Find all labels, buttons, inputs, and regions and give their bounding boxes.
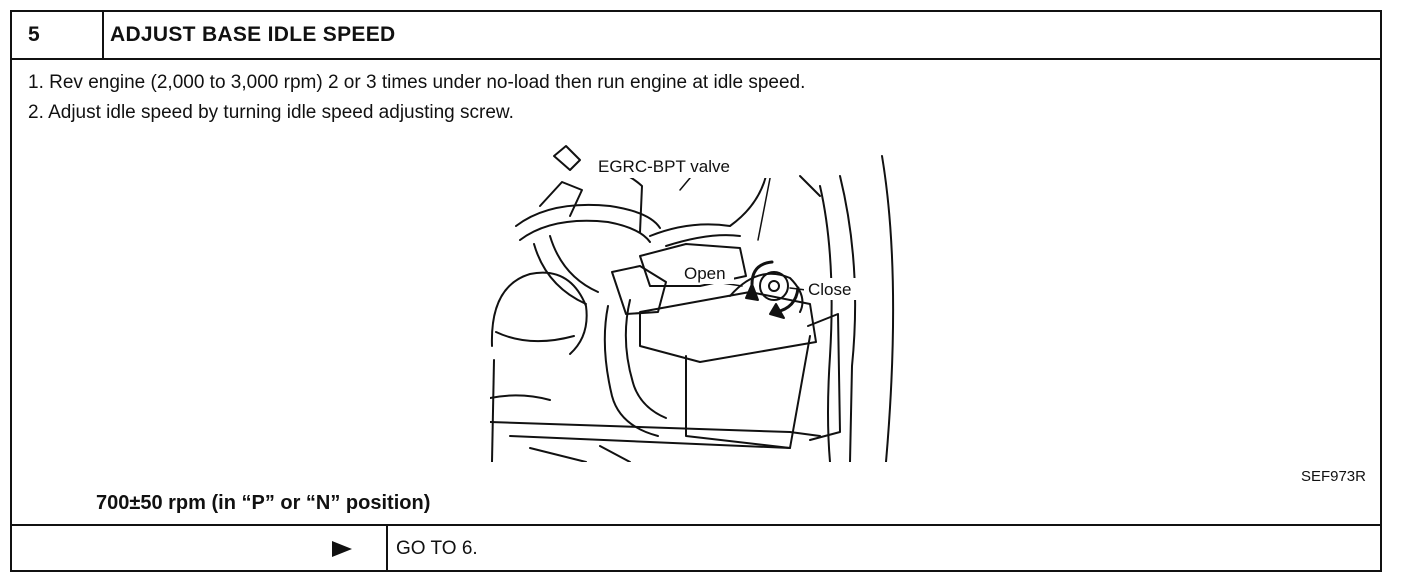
idle-speed-specification: 700±50 rpm (in “P” or “N” position) [96, 492, 431, 514]
egrc-bpt-valve [639, 243, 747, 287]
step-number: 5 [12, 12, 104, 58]
instruction-item-2: 2. Adjust idle speed by turning idle spe… [28, 102, 514, 123]
instruction-list: 1. Rev engine (2,000 to 3,000 rpm) 2 or … [28, 68, 805, 128]
footer-row: GO TO 6. [12, 524, 1380, 572]
procedure-step-table: 5 ADJUST BASE IDLE SPEED 1. Rev engine (… [10, 10, 1382, 572]
close-arrow-icon [769, 303, 785, 319]
throttle-body [639, 291, 817, 363]
reservoir-cap [490, 271, 588, 355]
engine-illustration: EGRC-BPT valve Open Close [490, 145, 895, 462]
open-label: Open [684, 264, 726, 283]
close-label: Close [808, 280, 851, 299]
figure-code: SEF973R [1300, 468, 1366, 485]
triangle-right-icon [332, 541, 352, 557]
idle-speed-adjusting-screw [759, 271, 789, 301]
vacuum-hose [603, 305, 659, 437]
egrc-bpt-valve-label: EGRC-BPT valve [598, 157, 730, 176]
arrow-cell [12, 526, 388, 572]
go-to-next-step[interactable]: GO TO 6. [396, 538, 478, 559]
instruction-item-1: 1. Rev engine (2,000 to 3,000 rpm) 2 or … [28, 72, 806, 93]
step-title: ADJUST BASE IDLE SPEED [110, 23, 396, 46]
open-arrow-icon [745, 283, 759, 301]
step-header-row: 5 ADJUST BASE IDLE SPEED [12, 12, 1380, 60]
